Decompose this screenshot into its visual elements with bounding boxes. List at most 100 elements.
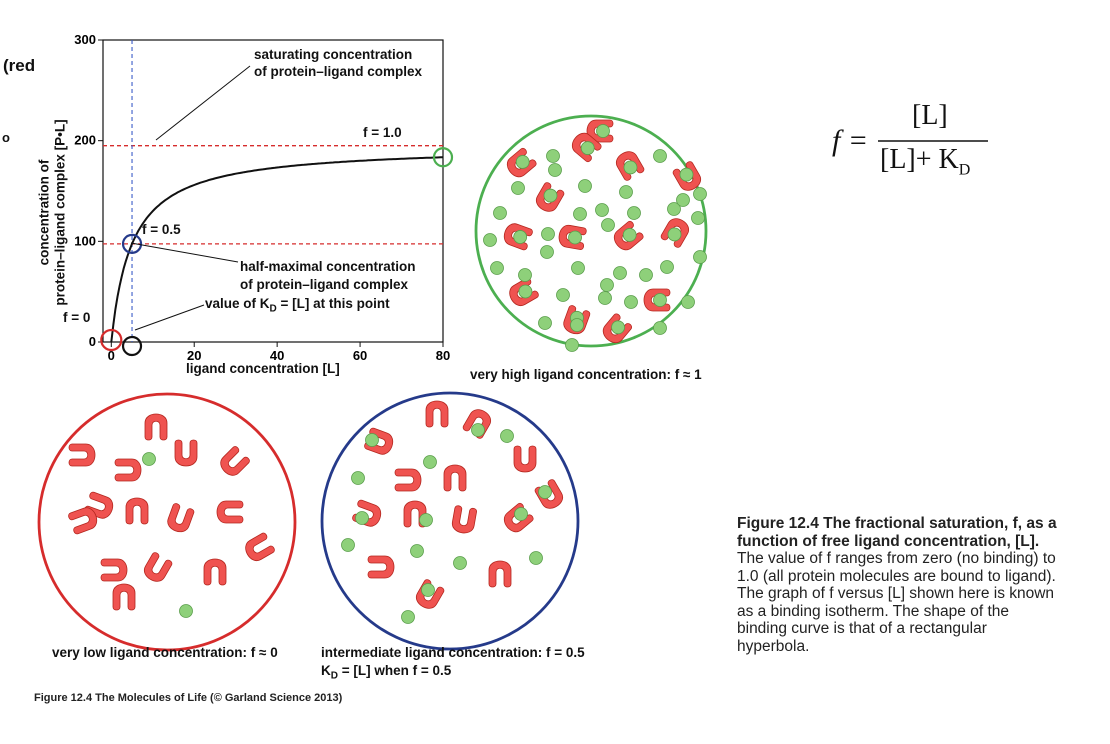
bound-protein	[586, 119, 614, 143]
equation-lhs: f =	[832, 124, 869, 157]
caption-bold: Figure 12.4 The fractional saturation, f…	[737, 515, 1057, 550]
free-protein	[68, 443, 96, 467]
equation-numerator: [L]	[912, 100, 948, 131]
ligand	[598, 291, 612, 305]
annot-half-2: of protein–ligand complex	[240, 277, 409, 292]
leader-half	[130, 242, 239, 263]
x-tick-label: 0	[108, 348, 115, 363]
equation-denominator: [L]+ KD	[880, 144, 971, 179]
label-mid-1: intermediate ligand concentration: f = 0…	[321, 645, 585, 660]
free-protein	[488, 560, 512, 588]
ligand	[423, 455, 437, 469]
x-tick-label: 20	[187, 348, 201, 363]
ligand	[570, 318, 584, 332]
leader-saturating	[155, 65, 251, 141]
bound-protein	[571, 132, 602, 163]
free-protein	[443, 464, 467, 492]
free-protein	[245, 532, 275, 562]
label-low: very low ligand concentration: f ≈ 0	[52, 645, 278, 660]
ligand	[639, 268, 653, 282]
plot-frame	[102, 39, 444, 343]
ligand	[365, 433, 379, 447]
marker-half	[121, 233, 143, 254]
ligand	[538, 316, 552, 330]
free-protein	[144, 413, 168, 441]
ligand	[453, 556, 467, 570]
annot-f05: f = 0.5	[142, 222, 181, 237]
ligand	[627, 206, 641, 220]
free-protein	[100, 558, 128, 582]
free-protein	[68, 507, 98, 535]
bound-protein	[509, 277, 539, 307]
figure-credit: Figure 12.4 The Molecules of Life (© Gar…	[34, 692, 343, 704]
ligand	[355, 511, 369, 525]
x-tick-label: 60	[353, 348, 367, 363]
binding-curve	[110, 156, 444, 343]
ligand	[660, 260, 674, 274]
y-tick-label: 200	[74, 133, 96, 148]
ligand	[600, 278, 614, 292]
bound-protein	[503, 223, 533, 251]
x-ticks: 0 20 40 60 80	[108, 342, 450, 363]
x-axis-label: ligand concentration [L]	[186, 361, 340, 376]
panel-low-border	[37, 392, 297, 652]
ligand	[693, 250, 707, 264]
ligand	[538, 485, 552, 499]
annot-f1: f = 1.0	[363, 125, 402, 140]
bound-protein	[672, 161, 702, 191]
ligand	[490, 261, 504, 275]
molecules-low	[68, 413, 275, 618]
ligand	[653, 321, 667, 335]
ligand	[419, 513, 433, 527]
ligand	[571, 261, 585, 275]
ligand	[511, 181, 525, 195]
free-protein	[534, 479, 564, 509]
free-protein	[112, 583, 136, 611]
leader-kd	[134, 304, 205, 331]
ligand	[548, 163, 562, 177]
bound-protein	[558, 225, 587, 250]
annot-saturating-2: of protein–ligand complex	[254, 64, 423, 79]
ligand	[421, 583, 435, 597]
marker-high	[432, 147, 454, 168]
free-protein	[114, 458, 142, 482]
free-protein	[216, 500, 244, 524]
cut-text-red: (red	[3, 56, 36, 75]
label-mid-2: KD = [L] when f = 0.5	[321, 663, 452, 682]
free-protein	[174, 439, 198, 467]
bound-protein	[615, 151, 645, 181]
panel-high-border	[474, 114, 708, 348]
x-tick-label: 80	[436, 348, 450, 363]
y-tick-label: 100	[74, 233, 96, 248]
ligand	[546, 149, 560, 163]
ligand	[653, 149, 667, 163]
annot-f0: f = 0	[63, 310, 91, 325]
molecules-mid	[341, 400, 564, 624]
figure-caption: Figure 12.4 The fractional saturation, f…	[737, 515, 1057, 655]
ligand	[401, 610, 415, 624]
free-protein	[394, 468, 422, 492]
y-tick-label: 0	[89, 334, 96, 349]
ligand	[493, 206, 507, 220]
ligand	[667, 202, 681, 216]
ligand	[595, 203, 609, 217]
ligand	[693, 187, 707, 201]
ligand	[691, 211, 705, 225]
free-protein	[513, 445, 537, 473]
ligand	[518, 268, 532, 282]
ligand	[471, 423, 485, 437]
x-tick-label: 40	[270, 348, 284, 363]
ligand	[681, 295, 695, 309]
bound-protein	[643, 288, 671, 312]
label-high: very high ligand concentration: f ≈ 1	[470, 367, 702, 382]
annot-kd: value of KD = [L] at this point	[205, 296, 390, 315]
ligand	[601, 218, 615, 232]
ligand	[351, 471, 365, 485]
marker-zero	[100, 328, 123, 352]
bound-protein	[660, 218, 690, 248]
ligand	[483, 233, 497, 247]
molecules-high	[483, 119, 707, 352]
